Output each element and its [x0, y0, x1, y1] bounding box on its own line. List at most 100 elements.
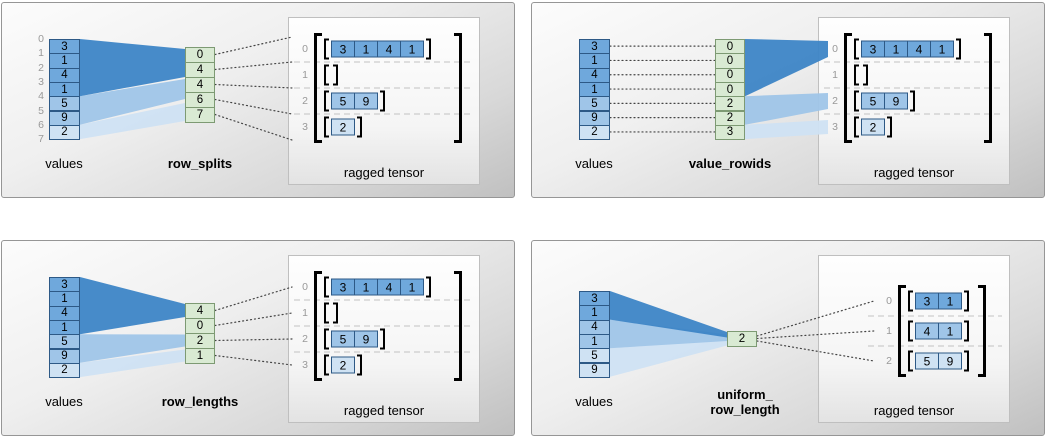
- value-boundary-index: 5: [38, 104, 44, 117]
- tensor-cell: 1: [354, 278, 378, 296]
- tensor-row-index: 0: [886, 295, 892, 307]
- value-cell: 4: [579, 67, 610, 83]
- middle-cell: 2: [715, 96, 745, 112]
- funnel-dark: [80, 277, 185, 335]
- row-close-bracket: [964, 320, 969, 342]
- tensor-cell: 3: [915, 292, 939, 310]
- row-open-bracket: [854, 116, 859, 138]
- value-cell: 1: [579, 81, 610, 98]
- row-close-bracket: [956, 38, 961, 60]
- row-close-bracket: [887, 116, 892, 138]
- tensor-cell: 9: [354, 330, 378, 348]
- funnel-dark: [80, 39, 185, 97]
- method-label: row_lengths: [161, 394, 239, 409]
- values-label: values: [45, 156, 83, 171]
- tensor-cell: 9: [884, 92, 908, 110]
- funnel-dark: [745, 39, 828, 97]
- row-open-bracket: [324, 276, 329, 298]
- panel-uniform-row-length: values uniform_ row_length ragged tensor…: [531, 240, 1045, 436]
- value-cell: 1: [579, 53, 610, 69]
- tensor-close-bracket: [454, 33, 462, 143]
- value-boundary-index: 0: [38, 33, 44, 45]
- tensor-cell: 9: [354, 92, 378, 110]
- tensor-cell: 2: [861, 118, 885, 136]
- row-open-bracket: [854, 38, 859, 60]
- value-cell: 1: [49, 291, 80, 307]
- tensor-open-bracket: [844, 33, 852, 143]
- tensor-row: [324, 302, 338, 324]
- value-cell: 1: [579, 333, 610, 350]
- row-open-bracket: [324, 116, 329, 138]
- tensor-row: [324, 64, 338, 86]
- funnel-light: [80, 349, 185, 378]
- method-label: value_rowids: [688, 156, 772, 171]
- tensor-row-index: 2: [886, 355, 892, 367]
- tensor-row-index: 1: [832, 69, 838, 81]
- tensor-cell: 1: [930, 40, 954, 58]
- row-close-bracket: [357, 354, 362, 376]
- tensor-cell: 3: [331, 40, 355, 58]
- tensor-cell: 1: [400, 40, 424, 58]
- row-open-bracket: [324, 90, 329, 112]
- middle-cell: 2: [715, 110, 745, 126]
- row-close-bracket: [426, 38, 431, 60]
- tensor-close-bracket: [984, 33, 992, 143]
- row-open-bracket: [854, 64, 859, 86]
- tensor-row-index: 3: [302, 359, 308, 371]
- row-open-bracket: [324, 302, 329, 324]
- tensor-cell: 4: [915, 322, 939, 340]
- funnel-dark: [610, 291, 727, 338]
- values-label: values: [575, 156, 613, 171]
- tensor-cell: 1: [400, 278, 424, 296]
- tensor-open-bracket: [314, 33, 322, 143]
- tensor-row-index: 1: [302, 69, 308, 81]
- row-close-bracket: [964, 290, 969, 312]
- tensor-row-index: 2: [302, 333, 308, 345]
- tensor-open-bracket: [898, 285, 906, 377]
- funnel-light: [745, 120, 828, 140]
- row-close-bracket: [333, 302, 338, 324]
- tensor-cell: 5: [861, 92, 885, 110]
- tensor-label: ragged tensor: [873, 403, 955, 418]
- middle-cell: 0: [715, 53, 745, 69]
- tensor-cell: 1: [354, 40, 378, 58]
- tensor-cell: 4: [907, 40, 931, 58]
- value-boundary-index: 2: [38, 61, 44, 74]
- value-cell: 9: [49, 110, 80, 126]
- row-open-bracket: [324, 354, 329, 376]
- middle-cell: 0: [185, 318, 215, 334]
- value-cell: 2: [579, 124, 610, 141]
- tensor-row-index: 2: [302, 95, 308, 107]
- funnel-light: [610, 340, 727, 377]
- tensor-cell: 1: [884, 40, 908, 58]
- tensor-close-bracket: [978, 285, 986, 377]
- tensor-cell: 1: [938, 292, 962, 310]
- tensor-cell: 4: [377, 278, 401, 296]
- tensor-row-index: 2: [832, 95, 838, 107]
- value-cell: 1: [49, 53, 80, 69]
- tensor-row: 2: [854, 116, 892, 138]
- value-cell: 9: [579, 362, 610, 378]
- value-cell: 3: [579, 39, 610, 55]
- tensor-row-index: 0: [302, 43, 308, 55]
- row-open-bracket: [324, 38, 329, 60]
- tensor-cell: 3: [861, 40, 885, 58]
- tensor-label: ragged tensor: [343, 403, 425, 418]
- middle-cell: 0: [715, 67, 745, 83]
- middle-cell: 0: [715, 39, 745, 55]
- value-cell: 3: [49, 277, 80, 293]
- row-open-bracket: [324, 328, 329, 350]
- tensor-row-index: 3: [832, 121, 838, 133]
- value-cell: 2: [49, 124, 80, 141]
- tensor-cell: 2: [331, 118, 355, 136]
- tensor-row-index: 1: [302, 307, 308, 319]
- value-boundary-index: 3: [38, 75, 44, 88]
